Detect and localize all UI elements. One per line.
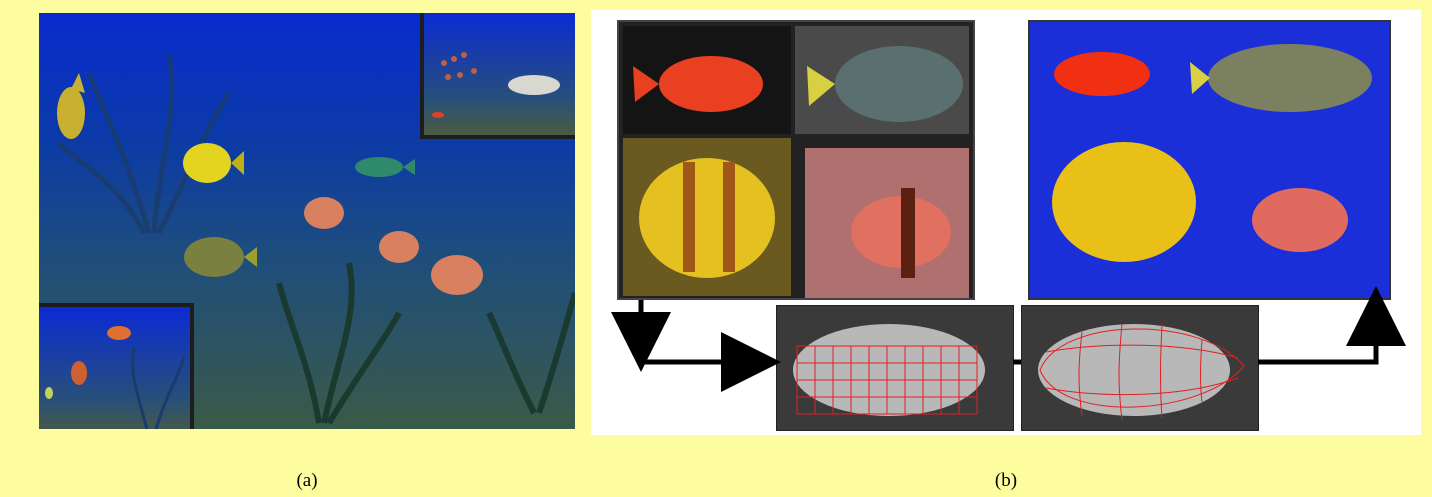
fish-yellow-2: [183, 143, 244, 183]
inset-view-bottom-left: [39, 303, 194, 429]
texture-pipeline: [591, 10, 1421, 435]
aquarium-scene: [39, 13, 575, 429]
fish-cardinal-group: [304, 197, 483, 295]
inset-view-top-right: [420, 13, 575, 139]
fish-green: [355, 157, 415, 177]
caption-b: (b): [995, 470, 1017, 492]
pipeline-arrows: [591, 10, 1421, 435]
fish-yellow-1: [57, 73, 85, 139]
fish-striped: [184, 237, 257, 277]
caption-a: (a): [296, 470, 317, 492]
